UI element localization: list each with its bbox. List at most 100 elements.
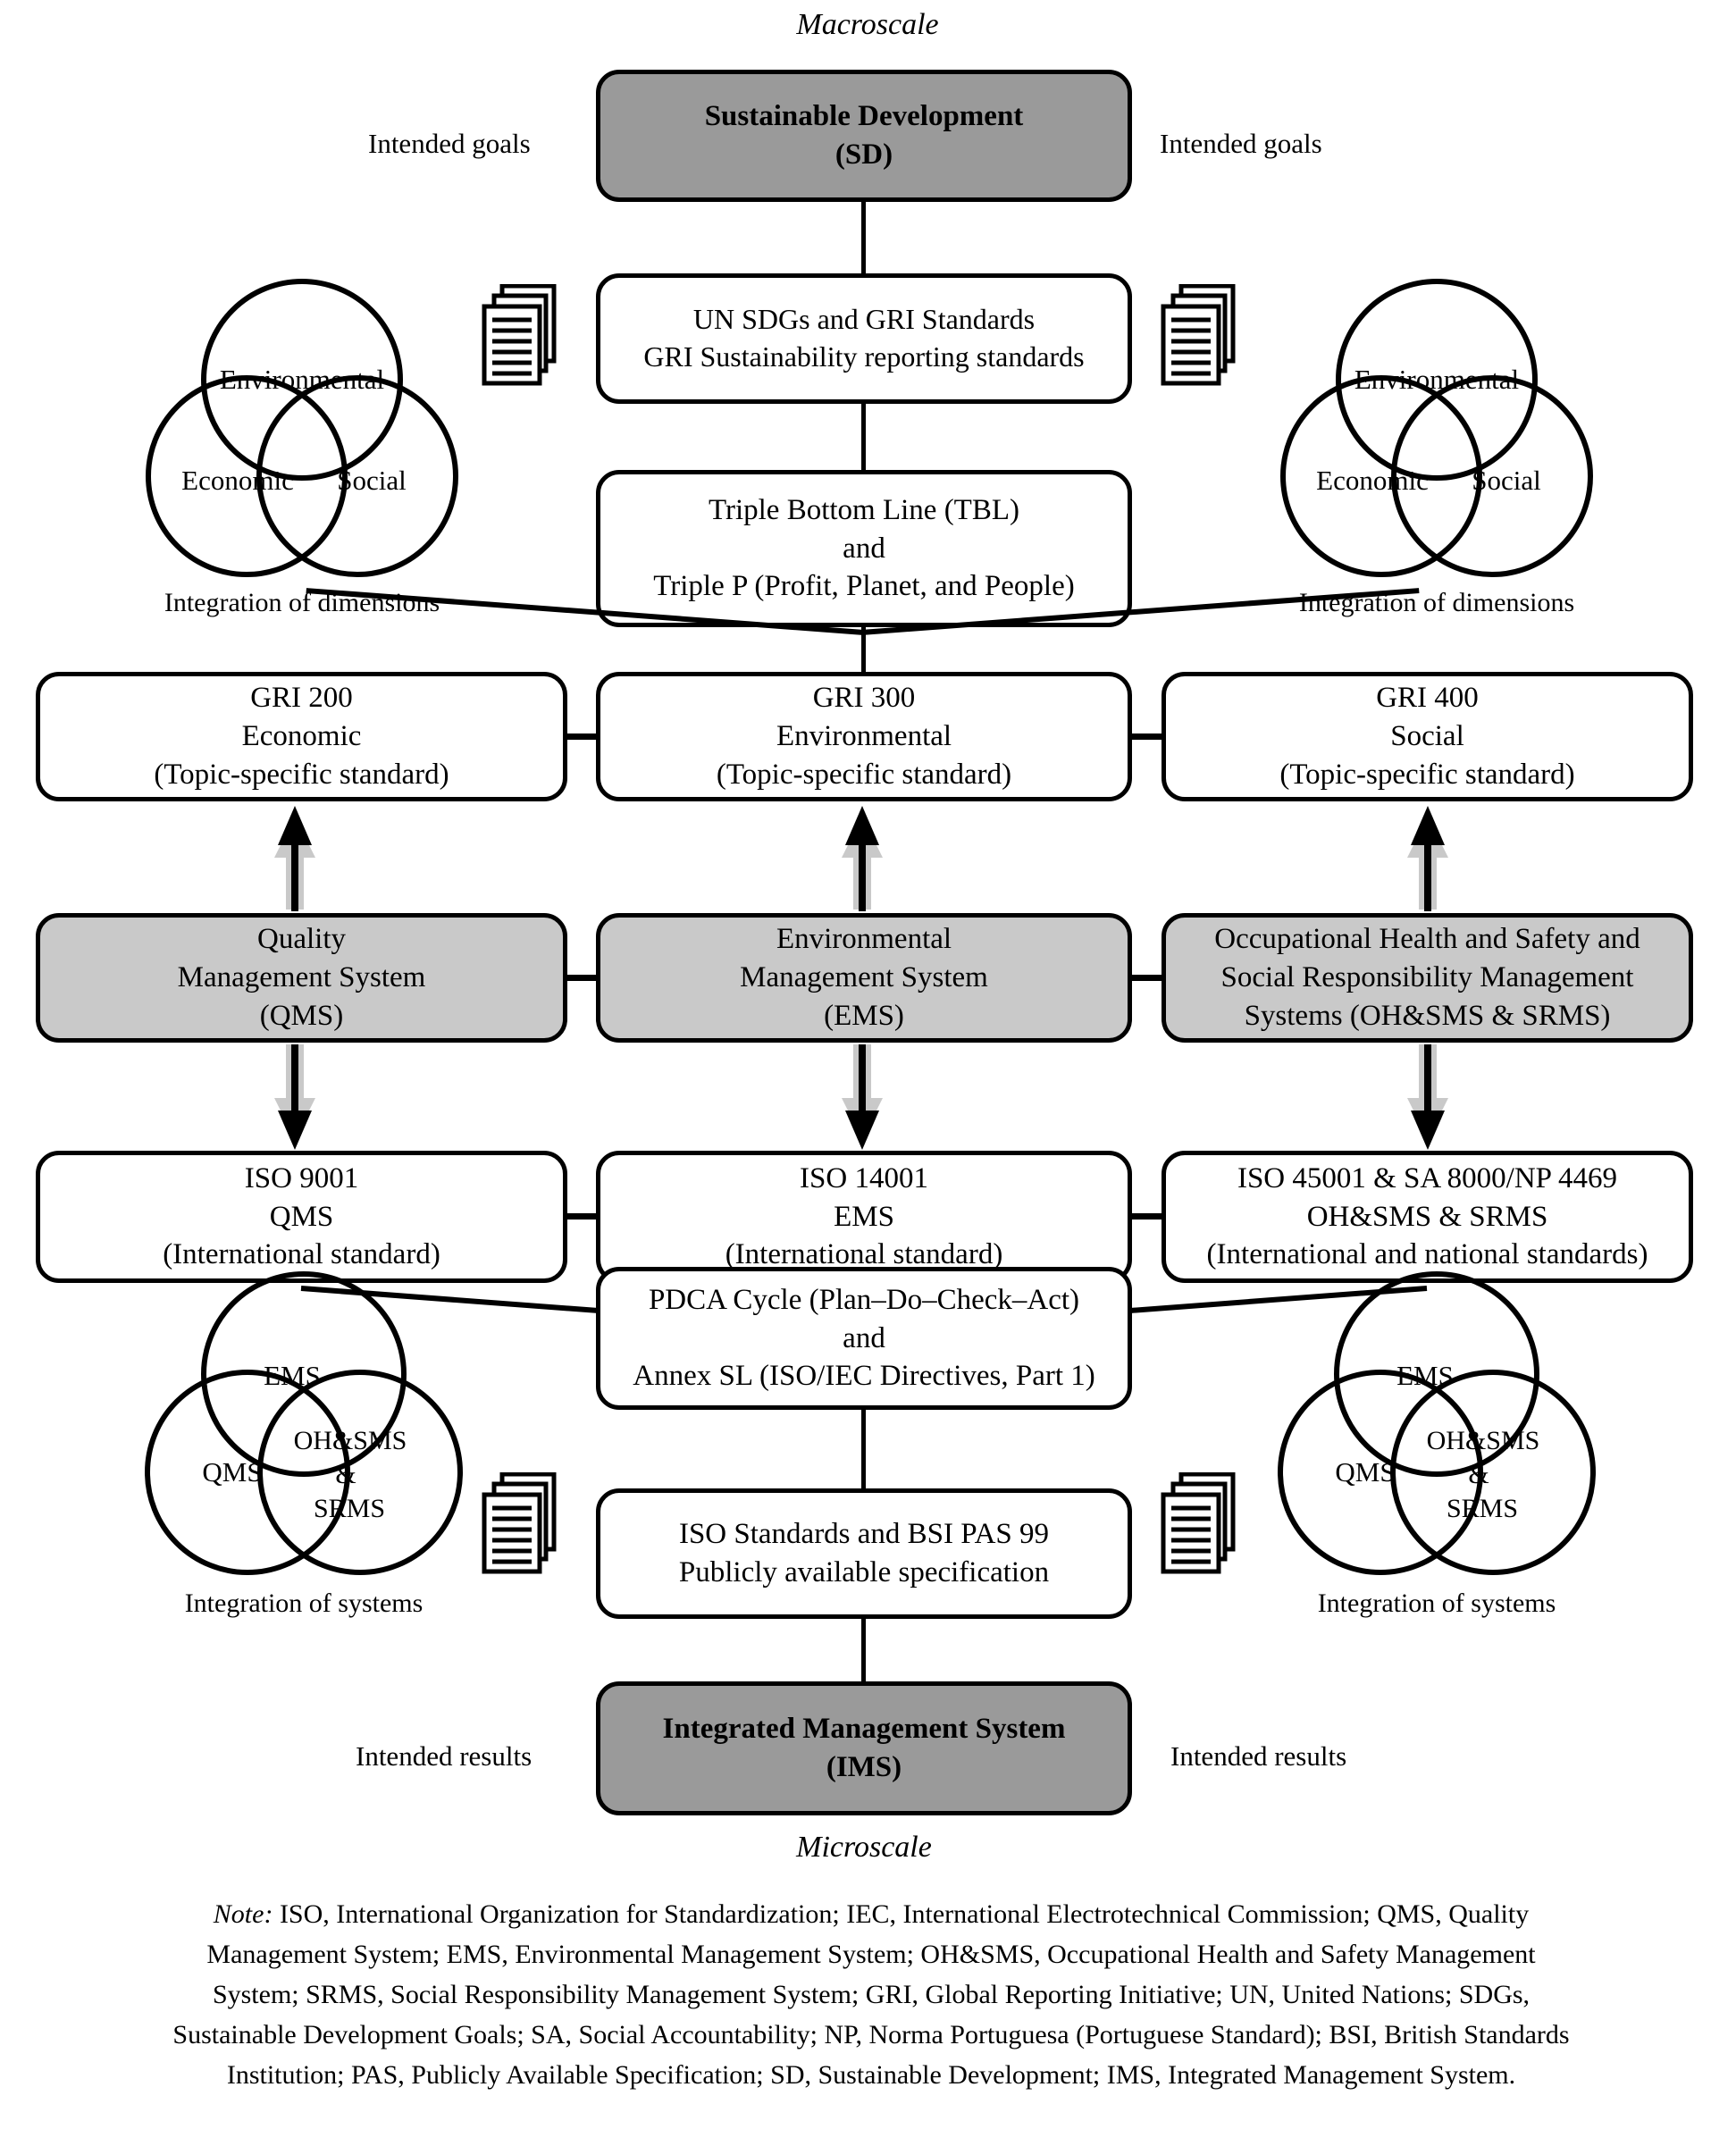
venn-right-right-label: Social: [1472, 465, 1541, 496]
box-iso45001-line2: OH&SMS & SRMS: [1306, 1200, 1548, 1233]
macroscale-label: Macroscale: [796, 8, 939, 41]
box-iso-14001[interactable]: ISO 14001 EMS (International standard): [596, 1151, 1132, 1283]
venn-diagram-dimensions-left: Environmental Economic Social Integratio…: [132, 268, 472, 625]
box-qms-line1: Quality: [257, 923, 346, 956]
connector-qms-ems: [565, 975, 599, 981]
note-block: Note: ISO, International Organization fo…: [170, 1894, 1572, 2095]
venn-br-left-label: QMS: [1335, 1456, 1395, 1488]
box-gristd-line2: GRI Sustainability reporting standards: [643, 340, 1085, 373]
box-ims-line1: Integrated Management System: [662, 1713, 1066, 1746]
box-pdca-line2: and: [843, 1321, 885, 1354]
box-gri400-line3: (Topic-specific standard): [1279, 758, 1575, 791]
box-iso-9001[interactable]: ISO 9001 QMS (International standard): [36, 1151, 567, 1283]
box-gri200-line2: Economic: [241, 720, 362, 753]
intended-goals-left-label: Intended goals: [368, 128, 531, 159]
documents-stack-icon-top-right: [1160, 283, 1249, 392]
box-pdca-annexsl[interactable]: PDCA Cycle (Plan–Do–Check–Act) and Annex…: [596, 1267, 1132, 1410]
venn-bl-right-label-3: SRMS: [314, 1494, 385, 1523]
connector-gri200-gri300: [565, 733, 599, 740]
box-tbl-line1: Triple Bottom Line (TBL): [708, 493, 1019, 526]
box-sustainable-development[interactable]: Sustainable Development (SD): [596, 70, 1132, 202]
connector-pas99-to-ims: [861, 1619, 866, 1690]
box-sd-line2: (SD): [834, 138, 893, 171]
box-iso14001-line3: (International standard): [725, 1238, 1003, 1271]
box-iso14001-line1: ISO 14001: [800, 1161, 928, 1194]
venn-right-caption: Integration of dimensions: [1298, 588, 1575, 617]
arrow-ems-to-iso14001: [831, 1041, 893, 1156]
box-gri-200[interactable]: GRI 200 Economic (Topic-specific standar…: [36, 672, 567, 801]
arrow-ohsms-to-gri400: [1396, 804, 1459, 916]
box-iso9001-line1: ISO 9001: [244, 1161, 359, 1194]
venn-left-circles: Environmental Economic Social: [146, 279, 458, 577]
box-sd-line1: Sustainable Development: [704, 100, 1024, 133]
box-gri-400[interactable]: GRI 400 Social (Topic-specific standard): [1162, 672, 1693, 801]
connector-gristandards-to-tbl: [861, 404, 866, 470]
arrow-qms-to-iso9001: [264, 1041, 326, 1156]
box-ohsms-line3: Systems (OH&SMS & SRMS): [1244, 999, 1611, 1032]
box-gri300-line2: Environmental: [776, 720, 952, 753]
venn-bl-left-label: QMS: [202, 1456, 262, 1488]
box-iso45001-line3: (International and national standards): [1206, 1238, 1648, 1271]
box-iso9001-line2: QMS: [269, 1200, 334, 1233]
venn-bl-circles: EMS QMS OH&SMS & SRMS: [145, 1271, 463, 1575]
box-un-sdgs-gri-standards[interactable]: UN SDGs and GRI Standards GRI Sustainabi…: [596, 273, 1132, 404]
connector-gri300-gri400: [1129, 733, 1164, 740]
box-gri400-line2: Social: [1390, 720, 1464, 753]
box-pdca-line3: Annex SL (ISO/IEC Directives, Part 1): [633, 1360, 1095, 1393]
box-tbl-line3: Triple P (Profit, Planet, and People): [653, 570, 1075, 603]
connector-iso9001-iso14001: [565, 1213, 599, 1220]
venn-br-circles: EMS QMS OH&SMS & SRMS: [1278, 1271, 1596, 1575]
arrow-ohsms-to-iso45001: [1396, 1041, 1459, 1156]
box-gri-300[interactable]: GRI 300 Environmental (Topic-specific st…: [596, 672, 1132, 801]
arrow-qms-to-gri200: [264, 804, 326, 916]
connector-tbl-to-gri300: [861, 627, 866, 672]
connector-sd-to-gristandards: [861, 202, 866, 273]
box-gri200-line3: (Topic-specific standard): [154, 758, 449, 791]
venn-right-left-label: Economic: [1316, 465, 1429, 496]
box-qms-line2: Management System: [177, 961, 426, 994]
venn-bl-right-label-2: &: [335, 1460, 356, 1489]
box-ohsms-line2: Social Responsibility Management: [1220, 961, 1634, 994]
microscale-label: Microscale: [796, 1831, 932, 1864]
box-iso-45001[interactable]: ISO 45001 & SA 8000/NP 4469 OH&SMS & SRM…: [1162, 1151, 1693, 1283]
box-integrated-management-system[interactable]: Integrated Management System (IMS): [596, 1681, 1132, 1815]
intended-goals-right-label: Intended goals: [1160, 128, 1322, 159]
box-ems-line3: (EMS): [824, 999, 904, 1032]
venn-diagram-systems-right: EMS QMS OH&SMS & SRMS Integration of sys…: [1267, 1260, 1606, 1626]
connector-pdca-to-pas99: [861, 1410, 866, 1488]
box-gri300-line3: (Topic-specific standard): [716, 758, 1012, 791]
intended-results-right-label: Intended results: [1170, 1740, 1347, 1772]
box-iso-standards-bsi-pas99[interactable]: ISO Standards and BSI PAS 99 Publicly av…: [596, 1488, 1132, 1619]
box-gri400-line1: GRI 400: [1376, 682, 1479, 715]
arrow-ems-to-gri300: [831, 804, 893, 916]
box-pdca-line1: PDCA Cycle (Plan–Do–Check–Act): [648, 1283, 1080, 1316]
venn-diagram-dimensions-right: Environmental Economic Social Integratio…: [1267, 268, 1606, 625]
box-pas99-line2: Publicly available specification: [678, 1556, 1050, 1588]
venn-br-right-label-3: SRMS: [1447, 1494, 1518, 1523]
box-tbl-line2: and: [843, 532, 885, 565]
box-iso45001-line1: ISO 45001 & SA 8000/NP 4469: [1237, 1161, 1618, 1194]
venn-left-left-label: Economic: [181, 465, 294, 496]
box-gristd-line1: UN SDGs and GRI Standards: [692, 303, 1036, 336]
venn-bl-caption: Integration of systems: [184, 1588, 424, 1618]
box-gri300-line1: GRI 300: [812, 682, 916, 715]
box-ohsms-srms[interactable]: Occupational Health and Safety and Socia…: [1162, 913, 1693, 1043]
box-ems-line1: Environmental: [776, 923, 952, 956]
box-qms-line3: (QMS): [259, 999, 344, 1032]
box-iso9001-line3: (International standard): [163, 1238, 440, 1271]
box-iso14001-line2: EMS: [834, 1200, 894, 1233]
box-triple-bottom-line[interactable]: Triple Bottom Line (TBL) and Triple P (P…: [596, 470, 1132, 627]
venn-bl-right-label-1: OH&SMS: [294, 1426, 407, 1455]
venn-br-right-label-2: &: [1468, 1460, 1489, 1489]
venn-br-right-label-1: OH&SMS: [1427, 1426, 1540, 1455]
intended-results-left-label: Intended results: [356, 1740, 533, 1772]
connector-ems-ohsms: [1129, 975, 1164, 981]
box-gri200-line1: GRI 200: [250, 682, 353, 715]
venn-left-caption: Integration of dimensions: [164, 588, 440, 617]
venn-left-right-label: Social: [337, 465, 407, 496]
note-body: ISO, International Organization for Stan…: [172, 1899, 1570, 2090]
venn-left-top-label: Environmental: [220, 364, 384, 395]
box-ems[interactable]: Environmental Management System (EMS): [596, 913, 1132, 1043]
box-qms[interactable]: Quality Management System (QMS): [36, 913, 567, 1043]
